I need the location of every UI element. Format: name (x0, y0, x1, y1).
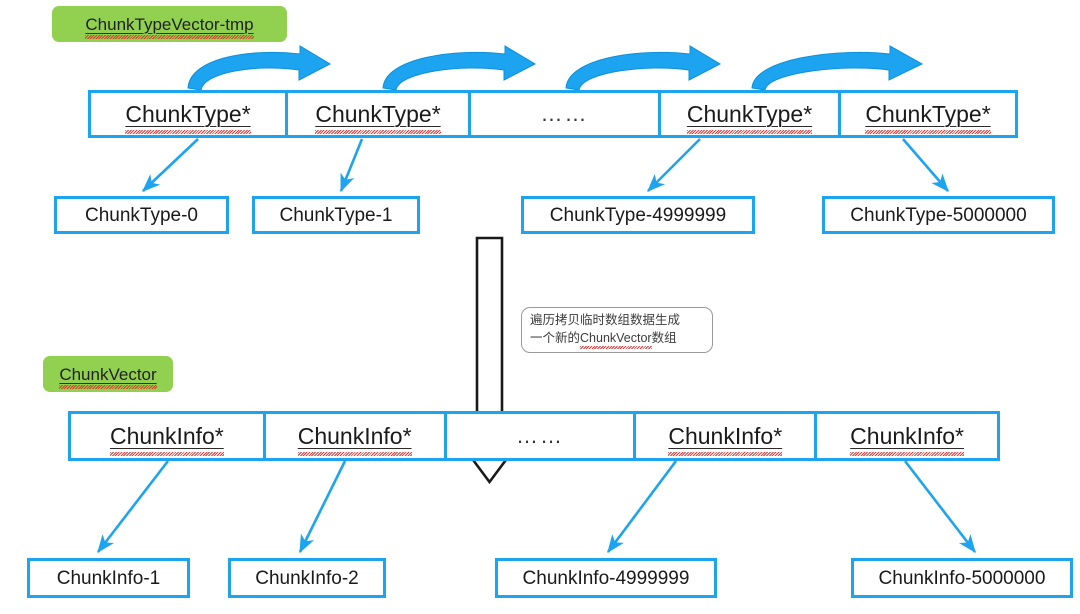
top-array-cell-0-text: ChunkType* (125, 100, 251, 134)
bottom-array-strip: ChunkInfo* ChunkInfo* …… ChunkInfo* Chun… (68, 411, 1000, 461)
curved-link-arrow-1 (187, 45, 332, 91)
bottom-array-cell-ellipsis[interactable]: …… (446, 414, 637, 458)
transform-note-callout: 遍历拷贝临时数组数据生成 一个新的ChunkVector数组 (521, 307, 713, 353)
leaf-chunkinfo-4999999[interactable]: ChunkInfo-4999999 (495, 558, 717, 598)
transform-note-suffix: 数组 (651, 330, 677, 345)
top-array-strip: ChunkType* ChunkType* …… ChunkType* Chun… (88, 90, 1018, 138)
transform-note-line-1-text: 遍历拷贝临时数组数据生成 (530, 313, 681, 328)
curved-link-arrow-3 (565, 45, 722, 91)
leaf-chunkinfo-5000000[interactable]: ChunkInfo-5000000 (851, 558, 1073, 598)
label-chunkvector-text: ChunkVector (59, 364, 158, 389)
top-array-cell-0[interactable]: ChunkType* (91, 93, 288, 135)
transform-note-line-1: 遍历拷贝临时数组数据生成 (530, 312, 704, 329)
top-array-cell-ellipsis[interactable]: …… (471, 93, 661, 135)
leaf-chunkinfo-2[interactable]: ChunkInfo-2 (228, 558, 386, 598)
connector-bottom-2 (298, 460, 347, 554)
leaf-chunktype-5000000-text: ChunkType-5000000 (850, 204, 1027, 226)
connector-bottom-4 (903, 460, 977, 554)
leaf-chunkinfo-5000000-text: ChunkInfo-5000000 (878, 567, 1046, 589)
connector-top-1 (142, 138, 199, 192)
bottom-array-cell-1-text: ChunkInfo* (297, 422, 412, 456)
top-array-cell-1[interactable]: ChunkType* (288, 93, 471, 135)
curved-link-arrow-2 (382, 45, 537, 91)
leaf-chunkinfo-4999999-text: ChunkInfo-4999999 (522, 567, 690, 589)
bottom-array-cell-4-text: ChunkInfo* (850, 422, 964, 456)
leaf-chunktype-1[interactable]: ChunkType-1 (252, 196, 420, 234)
transform-note-highlight: ChunkVector (580, 330, 652, 350)
top-array-cell-4-text: ChunkType* (865, 100, 991, 134)
top-array-cell-3-text: ChunkType* (686, 100, 813, 134)
leaf-chunktype-1-text: ChunkType-1 (279, 204, 393, 226)
leaf-chunkinfo-1[interactable]: ChunkInfo-1 (27, 558, 190, 598)
leaf-chunkinfo-1-text: ChunkInfo-1 (56, 567, 161, 589)
bottom-array-cell-0[interactable]: ChunkInfo* (71, 414, 266, 458)
transform-note-line-2: 一个新的ChunkVector数组 (530, 330, 704, 350)
leaf-chunktype-0-text: ChunkType-0 (84, 204, 198, 226)
bottom-array-cell-0-text: ChunkInfo* (109, 422, 224, 456)
top-array-cell-4[interactable]: ChunkType* (841, 93, 1015, 135)
connector-top-4 (902, 138, 949, 192)
transform-note-prefix: 一个新的 (530, 330, 581, 345)
bottom-array-cell-4[interactable]: ChunkInfo* (817, 414, 997, 458)
connector-bottom-3 (606, 460, 678, 554)
bottom-array-cell-3[interactable]: ChunkInfo* (636, 414, 818, 458)
leaf-chunktype-0[interactable]: ChunkType-0 (54, 196, 229, 234)
bottom-array-cell-1[interactable]: ChunkInfo* (265, 414, 447, 458)
leaf-chunktype-4999999[interactable]: ChunkType-4999999 (521, 196, 755, 234)
top-array-cell-1-text: ChunkType* (315, 100, 441, 134)
top-array-cell-3[interactable]: ChunkType* (661, 93, 841, 135)
leaf-chunkinfo-2-text: ChunkInfo-2 (255, 567, 359, 589)
leaf-chunktype-4999999-text: ChunkType-4999999 (549, 204, 727, 226)
connector-top-2 (339, 138, 364, 193)
label-chunktypevector-tmp: ChunkTypeVector-tmp (52, 6, 287, 42)
bottom-array-cell-3-text: ChunkInfo* (668, 422, 783, 456)
label-chunktypevector-tmp-text: ChunkTypeVector-tmp (85, 14, 254, 39)
top-array-cell-ellipsis-text: …… (540, 101, 589, 126)
curved-link-arrow-4 (751, 45, 924, 91)
connector-top-3 (647, 138, 701, 192)
bottom-array-cell-ellipsis-text: …… (515, 423, 564, 448)
label-chunkvector: ChunkVector (43, 356, 173, 392)
leaf-chunktype-5000000[interactable]: ChunkType-5000000 (822, 196, 1055, 234)
connector-bottom-1 (96, 460, 170, 554)
